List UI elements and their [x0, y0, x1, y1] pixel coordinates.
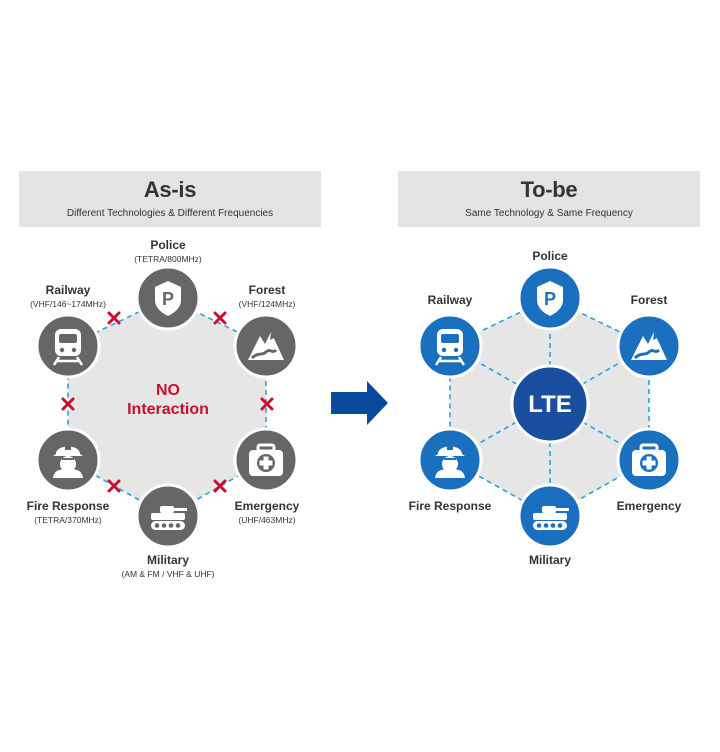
node-frequency: (UHF/463MHz)	[238, 515, 296, 525]
as-is-label-railway: Railway (VHF/146~174MHz)	[30, 283, 106, 309]
as-is-subtitle: Different Technologies & Different Frequ…	[66, 208, 274, 219]
lte-center-node	[510, 364, 590, 444]
to-be-node-police	[517, 265, 583, 331]
to-be-label-forest: Forest	[631, 293, 668, 307]
node-frequency: (TETRA/800MHz)	[134, 254, 202, 264]
node-name: Military	[528, 553, 572, 567]
no-interaction-line2: Interaction	[127, 401, 209, 418]
as-is-title: As-is	[143, 177, 197, 202]
disconnect-x-icon	[213, 311, 227, 325]
as-is-label-fire: Fire Response (TETRA/370MHz)	[27, 499, 110, 525]
node-frequency: (TETRA/370MHz)	[34, 515, 102, 525]
node-name: Fire Response	[26, 499, 110, 513]
to-be-label-emergency: Emergency	[617, 499, 682, 513]
to-be-node-forest	[616, 313, 682, 379]
to-be-subtitle: Same Technology & Same Frequency	[465, 208, 633, 219]
to-be-label-military: Military	[529, 553, 571, 567]
node-name: Fire Response	[408, 499, 492, 513]
as-is-label-military: Military (AM & FM / VHF & UHF)	[121, 553, 214, 579]
as-is-diagram	[35, 265, 299, 549]
node-name: Forest	[630, 293, 668, 307]
to-be-header: To-be Same Technology & Same Frequency	[398, 171, 700, 227]
to-be-node-fire	[417, 427, 483, 493]
node-frequency: (VHF/124MHz)	[238, 299, 296, 309]
as-is-label-emergency: Emergency (UHF/463MHz)	[235, 499, 300, 525]
node-name: Military	[146, 553, 189, 567]
to-be-label-fire: Fire Response	[409, 499, 492, 513]
as-is-node-emergency	[233, 427, 299, 493]
to-be-node-military	[517, 483, 583, 549]
transition-arrow-icon	[331, 381, 388, 425]
to-be-diagram	[417, 265, 682, 549]
to-be-label-police: Police	[532, 249, 567, 263]
as-is-label-police: Police (TETRA/800MHz)	[134, 238, 202, 264]
to-be-label-railway: Railway	[428, 293, 473, 307]
node-name: Railway	[427, 293, 473, 307]
as-is-node-fire	[35, 427, 101, 493]
node-name: Emergency	[616, 499, 682, 513]
node-name: Emergency	[234, 499, 300, 513]
as-is-node-forest	[233, 313, 299, 379]
to-be-node-emergency	[616, 427, 682, 493]
node-name: Railway	[45, 283, 91, 297]
node-frequency: (AM & FM / VHF & UHF)	[121, 569, 215, 579]
as-is-header: As-is Different Technologies & Different…	[19, 171, 321, 227]
node-name: Forest	[248, 283, 286, 297]
as-is-node-railway	[35, 313, 101, 379]
as-is-node-police	[135, 265, 201, 331]
to-be-node-railway	[417, 313, 483, 379]
as-is-label-forest: Forest (VHF/124MHz)	[239, 283, 296, 309]
lte-label: LTE	[528, 391, 572, 418]
disconnect-x-icon	[107, 311, 121, 325]
node-frequency: (VHF/146~174MHz)	[30, 299, 106, 309]
node-name: Police	[150, 238, 186, 252]
node-name: Police	[532, 249, 568, 263]
as-is-node-military	[135, 483, 201, 549]
to-be-title: To-be	[520, 177, 578, 202]
no-interaction-line1: NO	[155, 382, 180, 399]
no-interaction-text: NO Interaction	[127, 381, 209, 419]
